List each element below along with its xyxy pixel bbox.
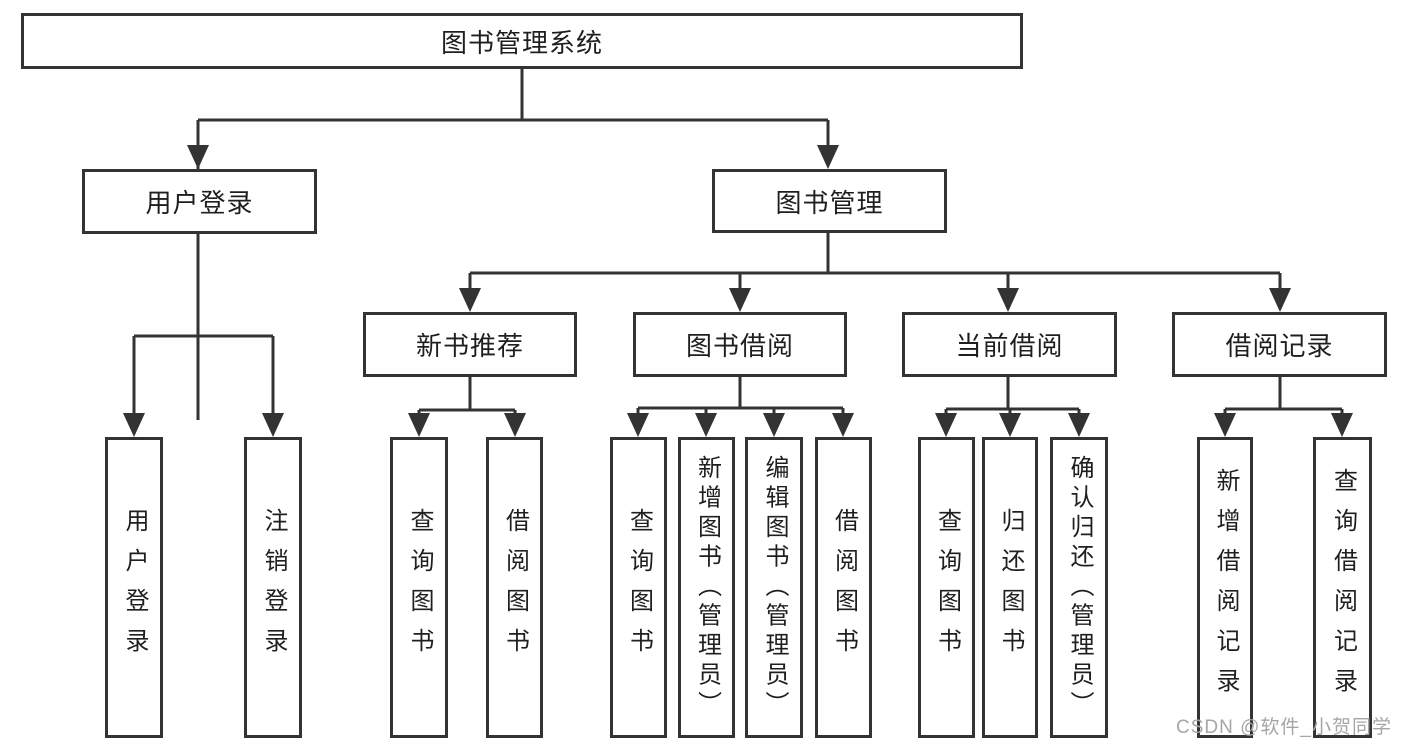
leaf-query-book-1: 查询图书 xyxy=(390,437,448,738)
leaf-edit-book-admin: 编辑图书（管理员） xyxy=(745,437,803,738)
node-book-borrow: 图书借阅 xyxy=(633,312,847,377)
node-new-book-label: 新书推荐 xyxy=(415,331,524,361)
leaf-query-book-3: 查询图书 xyxy=(918,437,975,738)
node-current-borrow: 当前借阅 xyxy=(902,312,1117,377)
leaf-return-book: 归还图书 xyxy=(982,437,1038,738)
leaf-query-book-2-label: 查询图书 xyxy=(625,507,653,668)
node-user-login: 用户登录 xyxy=(82,169,317,234)
connector-user-login-to-leaves xyxy=(132,234,275,425)
node-book-mgmt: 图书管理 xyxy=(712,169,947,233)
node-root-label: 图书管理系统 xyxy=(440,27,603,58)
leaf-add-borrow-record: 新增借阅记录 xyxy=(1197,437,1253,738)
node-current-borrow-label: 当前借阅 xyxy=(955,331,1064,361)
leaf-query-borrow-record: 查询借阅记录 xyxy=(1313,437,1372,738)
leaf-logout-label: 注销登录 xyxy=(260,507,287,668)
node-user-login-label: 用户登录 xyxy=(145,188,254,218)
leaf-edit-book-admin-label: 编辑图书（管理员） xyxy=(761,454,788,721)
node-root: 图书管理系统 xyxy=(21,13,1023,69)
connector-book-mgmt-to-level3 xyxy=(468,233,1282,300)
connector-borrow-record-to-leaves xyxy=(1223,377,1344,425)
leaf-borrow-book-2: 借阅图书 xyxy=(815,437,872,738)
node-new-book: 新书推荐 xyxy=(363,312,577,377)
leaf-query-book-3-label: 查询图书 xyxy=(933,507,961,668)
csdn-watermark: CSDN @软件_小贺同学 xyxy=(1176,717,1392,738)
node-book-borrow-label: 图书借阅 xyxy=(685,331,794,361)
leaf-confirm-return-admin: 确认归还（管理员） xyxy=(1050,437,1108,738)
leaf-user-login: 用户登录 xyxy=(105,437,163,738)
node-borrow-record-label: 借阅记录 xyxy=(1225,331,1334,361)
leaf-add-borrow-record-label: 新增借阅记录 xyxy=(1212,467,1239,708)
leaf-borrow-book-1-label: 借阅图书 xyxy=(501,507,529,668)
leaf-user-login-label: 用户登录 xyxy=(121,507,148,668)
leaf-confirm-return-admin-label: 确认归还（管理员） xyxy=(1066,454,1093,721)
node-borrow-record: 借阅记录 xyxy=(1172,312,1387,377)
node-book-mgmt-label: 图书管理 xyxy=(775,187,884,218)
connector-book-borrow-to-leaves xyxy=(636,377,845,425)
leaf-query-book-1-label: 查询图书 xyxy=(406,507,433,668)
leaf-borrow-book-2-label: 借阅图书 xyxy=(830,507,858,668)
connector-new-book-to-leaves xyxy=(417,377,517,425)
leaf-borrow-book-1: 借阅图书 xyxy=(486,437,543,738)
leaf-query-borrow-record-label: 查询借阅记录 xyxy=(1329,467,1357,708)
leaf-query-book-2: 查询图书 xyxy=(610,437,667,738)
leaf-add-book-admin-label: 新增图书（管理员） xyxy=(693,454,721,721)
leaf-add-book-admin: 新增图书（管理员） xyxy=(678,437,735,738)
leaf-logout: 注销登录 xyxy=(244,437,302,738)
connector-current-borrow-to-leaves xyxy=(944,377,1081,425)
leaf-return-book-label: 归还图书 xyxy=(997,507,1024,668)
